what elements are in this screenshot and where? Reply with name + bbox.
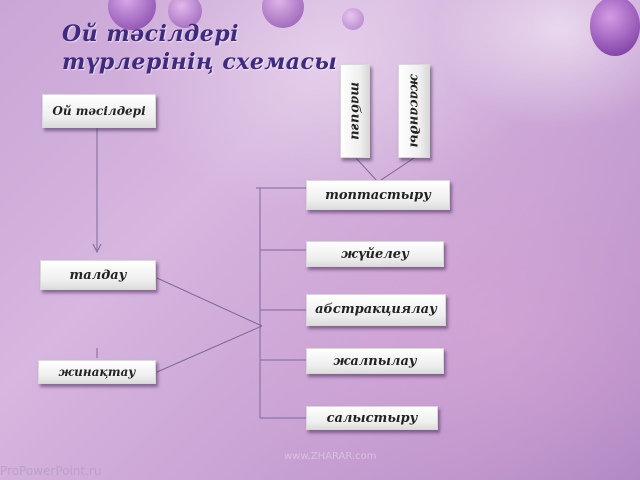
node-systematizing: жүйелеу (306, 241, 444, 267)
node-generalization-label: жалпылау (333, 353, 417, 369)
node-vertical-left-label: табиғи (347, 82, 363, 140)
node-systematizing-label: жүйелеу (341, 246, 409, 262)
node-analysis-label: талдау (69, 267, 127, 283)
node-grouping: топтастыру (306, 180, 450, 210)
node-comparison-label: салыстыру (326, 410, 418, 426)
node-vertical-right-label: жасанды (406, 74, 422, 148)
footer-brand: ProPowerPoint.ru (0, 464, 102, 478)
node-vertical-left: табиғи (340, 64, 370, 158)
decor-bubble (168, 0, 202, 28)
node-root: Ой тәсілдері (42, 94, 156, 128)
node-grouping-label: топтастыру (325, 187, 431, 203)
page-title: Ой тәсілдері түрлерінің схемасы (62, 21, 338, 75)
node-generalization: жалпылау (306, 348, 444, 374)
node-vertical-right: жасанды (398, 64, 430, 158)
node-abstraction: абстракциялау (306, 294, 446, 326)
footer-site: www.ZHARAR.com (284, 451, 377, 462)
node-synthesis: жинақтау (38, 360, 156, 384)
node-abstraction-label: абстракциялау (315, 302, 437, 317)
decor-bubble (342, 8, 364, 30)
node-root-label: Ой тәсілдері (52, 104, 146, 118)
node-comparison: салыстыру (306, 406, 438, 430)
node-synthesis-label: жинақтау (58, 365, 136, 379)
decor-bubble (590, 0, 640, 56)
node-analysis: талдау (40, 260, 156, 290)
